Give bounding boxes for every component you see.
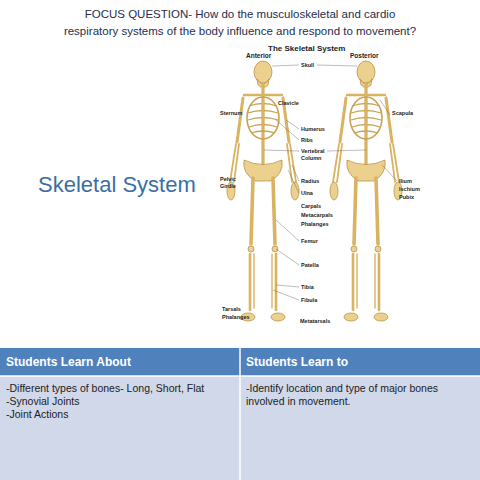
bone-label: Metatarsals [300, 318, 334, 325]
leader-line [273, 290, 299, 300]
leader-line [272, 65, 299, 66]
bone-label: Patella [301, 262, 331, 269]
bone-label: Phalanges [222, 314, 254, 321]
focus-question: FOCUS QUESTION- How do the musculoskelet… [62, 6, 418, 40]
table-header-cell: Students Learn About [6, 355, 236, 369]
bone-label: Fibula [301, 297, 331, 304]
table-divider [0, 375, 480, 377]
table-cell: -Joint Actions [6, 408, 238, 421]
leader-line [276, 220, 299, 241]
table-cell: -Synovial Joints [6, 395, 238, 408]
bone-label: Ribs [301, 137, 331, 144]
leader-line [292, 165, 299, 181]
bone-label: Femur [301, 238, 331, 245]
leader-line [264, 150, 299, 151]
table-header-cell: Students Learn to [246, 355, 474, 369]
leader-line [327, 150, 366, 151]
leader-line [382, 165, 397, 181]
table-divider [239, 348, 241, 480]
bone-label: Phalanges [301, 221, 333, 228]
bone-label: Ulna [301, 190, 331, 197]
leader-line [276, 120, 299, 140]
bone-label: Radius [301, 178, 331, 185]
bone-label: Sternum [220, 110, 246, 117]
leader-lines [264, 65, 397, 300]
leader-line [317, 65, 357, 66]
view-label: Anterior [246, 52, 286, 59]
posterior-skeleton [330, 61, 402, 321]
leader-line [380, 100, 390, 115]
bone-label: Clavicle [278, 100, 308, 107]
bone-label: Pelvic Girdle [220, 176, 242, 189]
bone-label: Pubix [399, 194, 429, 201]
figure-title: The Skeletal System [268, 44, 358, 53]
bone-label: Ilium [399, 178, 429, 185]
leader-line [276, 285, 299, 287]
section-heading: Skeletal System [38, 172, 218, 198]
bone-label: Ischium [399, 186, 429, 193]
bone-label: Tibia [301, 284, 331, 291]
bone-label: Tarsals [222, 306, 252, 313]
leader-line [276, 249, 299, 265]
table-cell: -Identify location and type of major bon… [246, 382, 474, 408]
bone-label: Skull [301, 62, 331, 69]
bone-label: Carpals [301, 203, 331, 210]
table-cell: -Different types of bones- Long, Short, … [6, 382, 238, 395]
view-label: Posterior [350, 52, 390, 59]
bone-label: Humerus [301, 126, 331, 133]
leader-line [288, 170, 299, 193]
bone-label: Vertebral Column [301, 148, 329, 161]
bone-label: Metacarpals [301, 212, 335, 219]
bone-label: Scapula [392, 110, 422, 117]
leader-line [286, 120, 299, 129]
